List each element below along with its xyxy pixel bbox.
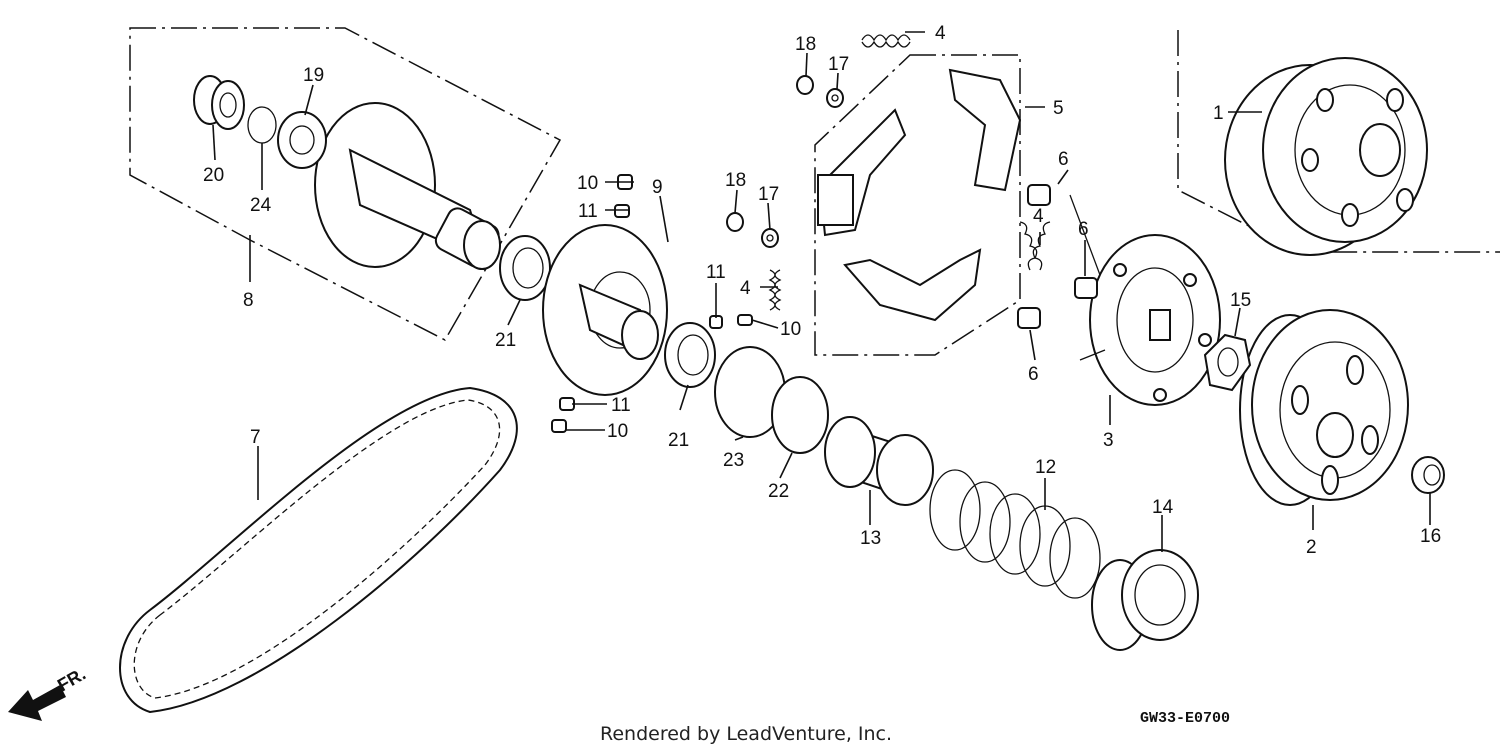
- part-pin-lower: [1017, 307, 1041, 329]
- callout-4-top: 4: [935, 23, 946, 44]
- callout-20: 20: [203, 165, 224, 186]
- part-drive-spring: [929, 469, 1101, 599]
- leader-lines: [212, 31, 1431, 552]
- callout-19: 19: [303, 65, 324, 86]
- part-washer-lower: [761, 228, 779, 248]
- callout-6-upper: 6: [1058, 149, 1069, 170]
- part-washer-upper: [826, 88, 844, 108]
- callout-2: 2: [1306, 537, 1317, 558]
- callout-4-right: 4: [1033, 206, 1044, 227]
- callout-18-upper: 18: [795, 34, 816, 55]
- part-clutch-outer: [1224, 57, 1428, 256]
- callout-4-mid: 4: [740, 278, 751, 299]
- part-oil-seal-right: [664, 322, 716, 388]
- part-pin-mid: [737, 314, 753, 326]
- group-frame-driven-face: [129, 27, 562, 341]
- callout-13: 13: [860, 528, 881, 549]
- part-clutch-weights: [817, 68, 1022, 322]
- callout-9: 9: [652, 177, 663, 198]
- diagram-code: GW33-E0700: [1140, 710, 1230, 727]
- callout-12: 12: [1035, 457, 1056, 478]
- part-roller-top: [614, 204, 630, 218]
- part-needle-bearing: [193, 75, 245, 130]
- callout-23: 23: [723, 450, 744, 471]
- callout-15: 15: [1230, 290, 1251, 311]
- part-circlip: [247, 106, 277, 144]
- callout-16: 16: [1420, 526, 1441, 547]
- group-frame-clutch-weights: [814, 54, 1021, 356]
- callout-14: 14: [1152, 497, 1174, 518]
- callout-11-low: 11: [611, 395, 631, 416]
- part-flange-nut: [1411, 456, 1445, 494]
- part-pin-upper: [1027, 184, 1051, 206]
- callout-11-mid: 11: [706, 262, 726, 283]
- part-roller-low: [559, 397, 575, 411]
- callout-8: 8: [243, 290, 254, 311]
- part-pin-middle: [1074, 277, 1098, 299]
- part-driven-face: [314, 102, 501, 270]
- callout-6-middle: 6: [1078, 219, 1089, 240]
- part-clip-lower: [726, 212, 744, 232]
- part-o-ring-small: [771, 376, 829, 454]
- part-clutch-drum: [1239, 309, 1409, 506]
- part-clip-upper: [796, 75, 814, 95]
- render-credit: Rendered by LeadVenture, Inc.: [600, 723, 892, 745]
- callout-11-top: 11: [578, 201, 598, 222]
- callout-24: 24: [250, 195, 272, 216]
- callout-3: 3: [1103, 430, 1114, 451]
- callout-10-low: 10: [607, 421, 628, 442]
- front-direction-arrow: FR.: [8, 664, 89, 721]
- callout-18-lower: 18: [725, 170, 746, 191]
- part-driven-plate: [542, 224, 668, 396]
- callout-17-upper: 17: [828, 54, 849, 75]
- callout-17-lower: 17: [758, 184, 779, 205]
- part-spring-seat: [1091, 549, 1199, 651]
- callout-21-left: 21: [495, 330, 516, 351]
- callout-10-mid: 10: [780, 319, 801, 340]
- callout-21-right: 21: [668, 430, 689, 451]
- part-drive-plate: [1069, 194, 1221, 406]
- callout-10-top: 10: [577, 173, 598, 194]
- callout-5: 5: [1053, 98, 1064, 119]
- callout-22: 22: [768, 481, 789, 502]
- part-nut: [1203, 333, 1252, 392]
- part-collar: [824, 416, 934, 506]
- part-pin-low: [551, 419, 567, 433]
- part-spring-right: [1019, 221, 1051, 271]
- part-spring-top: [861, 34, 911, 48]
- part-bearing: [277, 111, 327, 169]
- group-frame-clutch-outer: [1177, 30, 1500, 253]
- part-drive-belt: [119, 386, 518, 714]
- callout-1: 1: [1213, 103, 1224, 124]
- callout-7: 7: [250, 427, 261, 448]
- part-spring-mid: [768, 269, 782, 311]
- callout-6-lower: 6: [1028, 364, 1039, 385]
- callout-labels: 1 2 3 4 4 4 5 6 6 6 7 8 9 10 10 10 11 11…: [203, 23, 1441, 558]
- part-oil-seal-left: [499, 235, 551, 301]
